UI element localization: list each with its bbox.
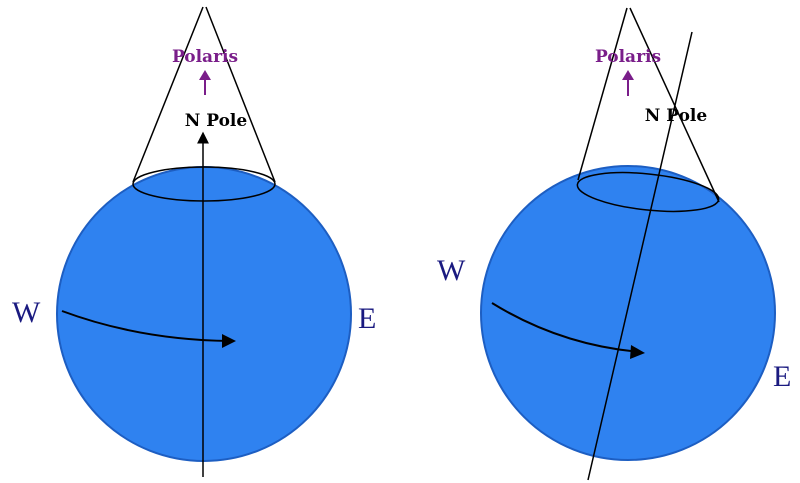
right-cone-base-ellipse bbox=[576, 171, 720, 213]
left-rotation-arrowhead bbox=[222, 334, 236, 348]
left-cone-edge-left bbox=[132, 6, 204, 183]
right-west-label: W bbox=[437, 254, 466, 287]
left-east-label: E bbox=[358, 302, 376, 335]
right-polaris-label: Polaris bbox=[595, 47, 661, 67]
right-east-label: E bbox=[773, 360, 791, 393]
left-cone-base-ellipse bbox=[132, 166, 276, 202]
left-west-label: W bbox=[12, 296, 41, 329]
left-polaris-label: Polaris bbox=[172, 47, 238, 67]
left-diagram: Polaris N Pole W E bbox=[12, 6, 376, 477]
right-diagram: Polaris N Pole W E bbox=[437, 7, 791, 481]
left-cone-edge-right bbox=[205, 6, 276, 183]
right-polaris-pointer-head bbox=[622, 70, 634, 80]
right-rotation-arrowhead bbox=[630, 345, 645, 359]
left-north-pole-label: N Pole bbox=[185, 111, 248, 131]
left-rotation-arrow bbox=[61, 310, 231, 342]
right-tilted-axis bbox=[587, 31, 693, 481]
right-cone-edge-left bbox=[577, 7, 628, 181]
left-polaris-pointer-head bbox=[199, 70, 211, 80]
left-earth-globe bbox=[56, 166, 352, 462]
right-earth-globe bbox=[480, 165, 776, 461]
right-north-pole-label: N Pole bbox=[645, 106, 708, 126]
right-rotation-arrow bbox=[491, 302, 641, 353]
